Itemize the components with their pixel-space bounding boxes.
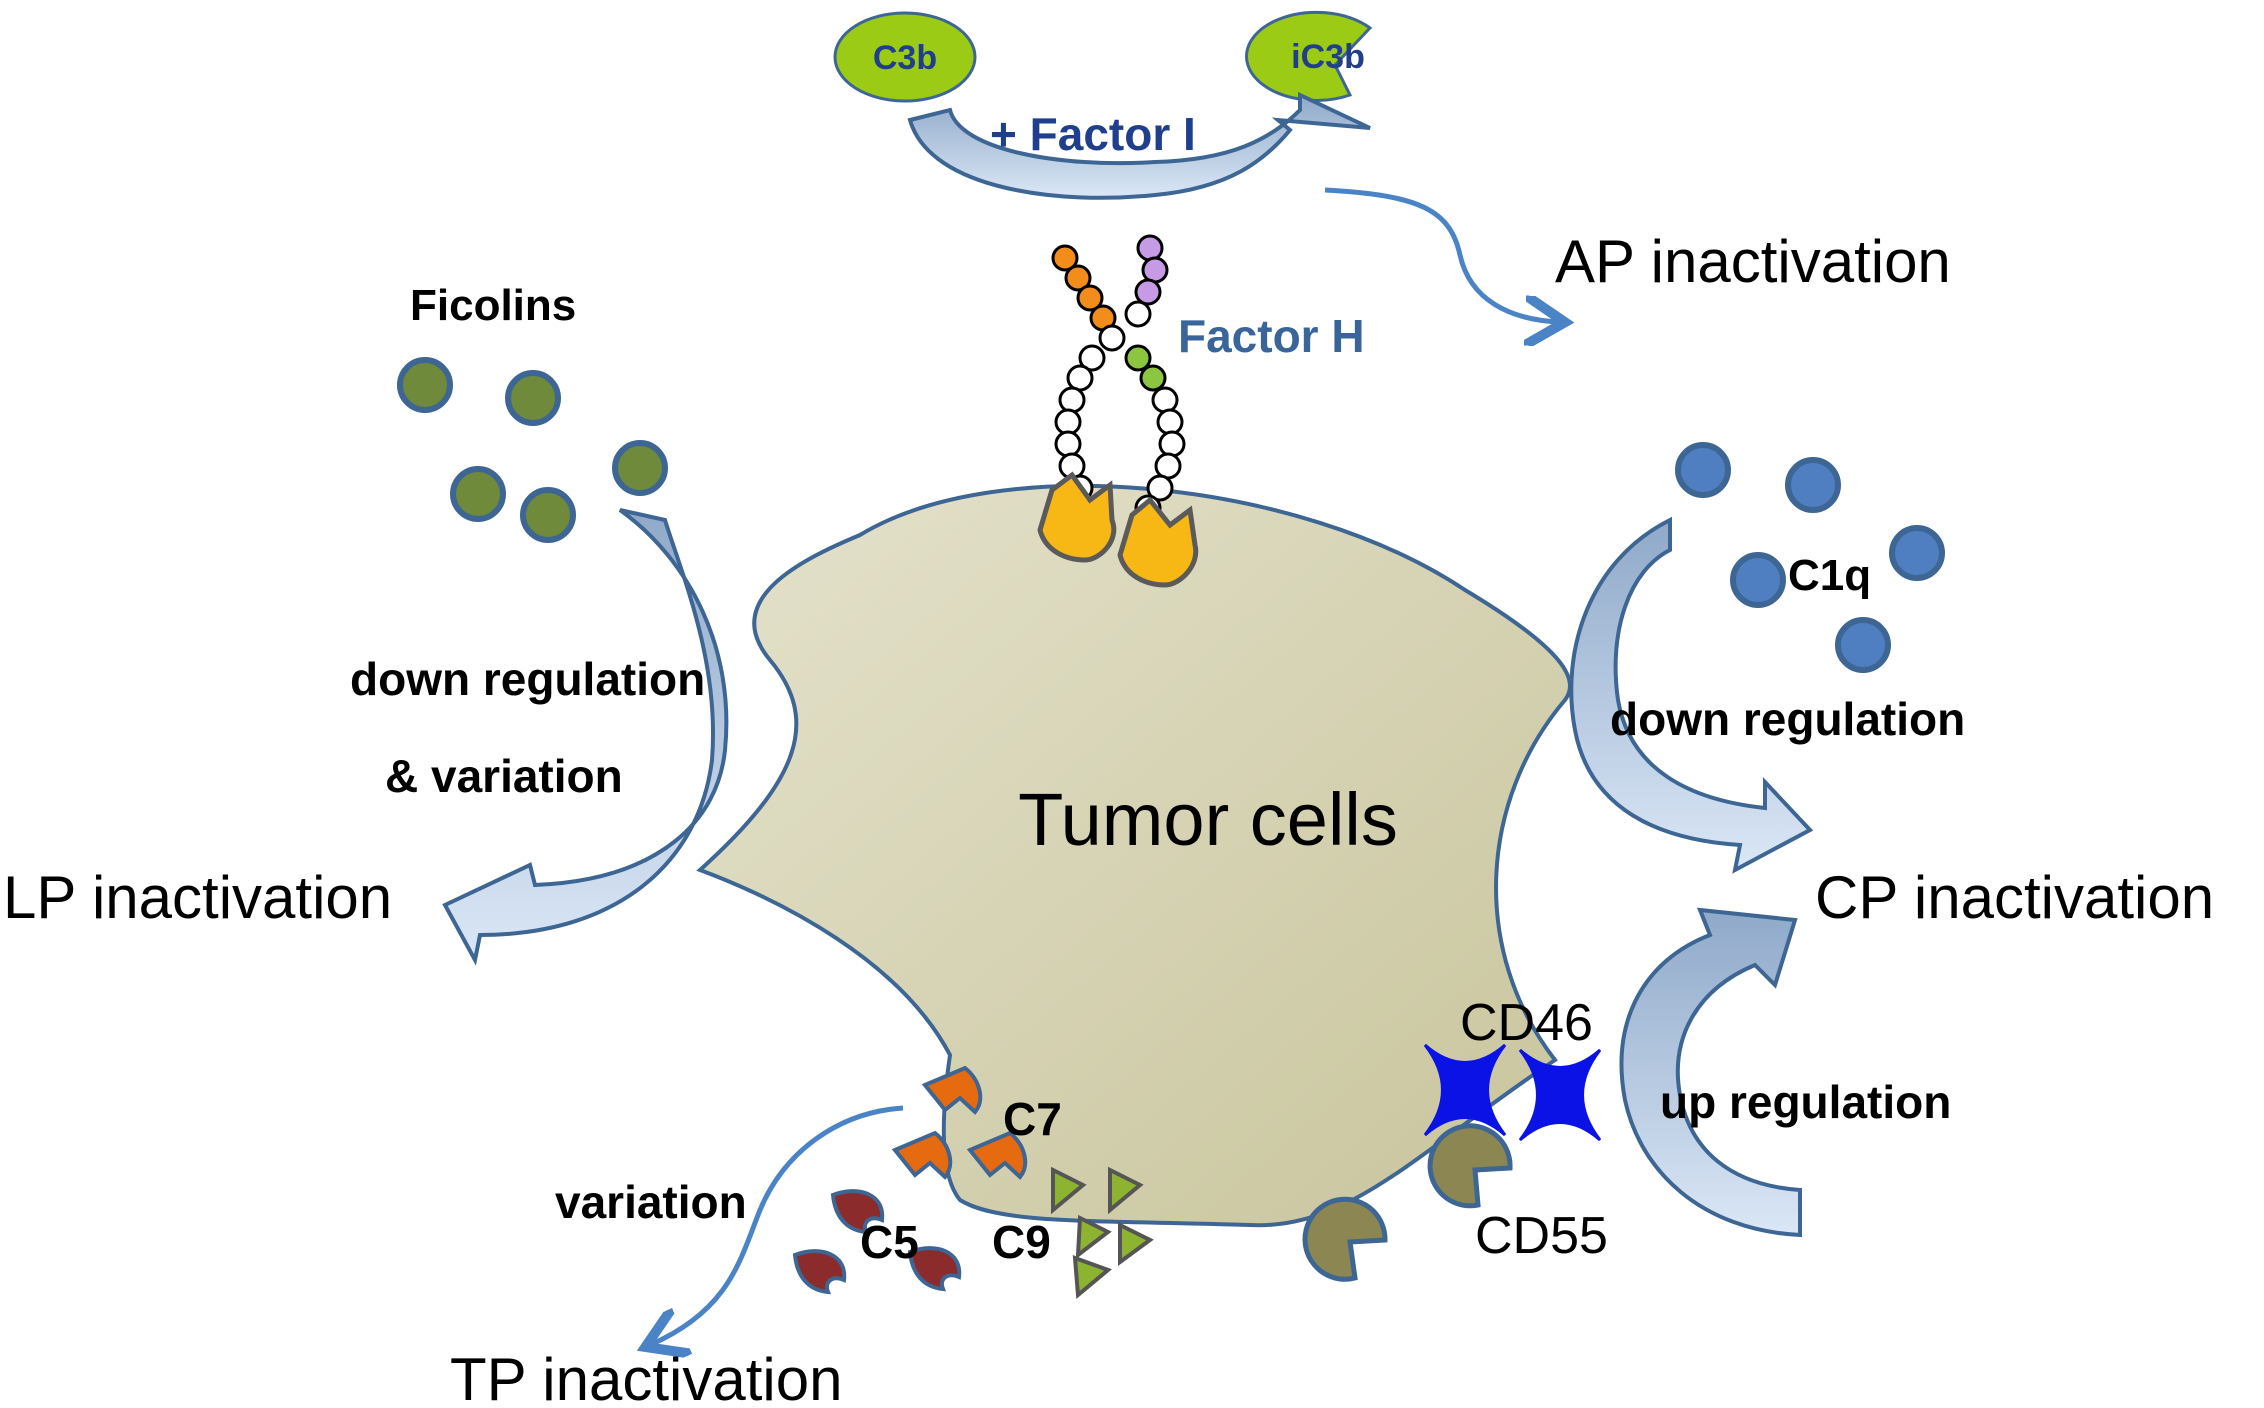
ficolins-label: Ficolins	[410, 281, 576, 330]
cd46-molecule-left	[1423, 1043, 1507, 1137]
c9-molecule	[1118, 1221, 1154, 1266]
variation-label: variation	[555, 1176, 747, 1228]
c1q-molecule	[1835, 617, 1891, 673]
lp-variation-label: & variation	[385, 750, 623, 802]
c1q-molecule	[1730, 552, 1786, 608]
c5-molecules	[792, 1189, 962, 1295]
cp-down-regulation-label: down regulation	[1610, 693, 1965, 745]
c1q-molecules	[1675, 442, 1945, 673]
c9-label: C9	[992, 1216, 1051, 1268]
c3b-label: C3b	[873, 39, 937, 77]
c7-molecule	[966, 1130, 1028, 1180]
c1q-label: C1q	[1788, 551, 1871, 600]
ficolin-molecule	[450, 466, 506, 522]
fh-receptor-right	[1117, 496, 1199, 588]
cd55-molecule-lower	[1302, 1196, 1388, 1282]
c9-molecules	[1051, 1166, 1154, 1300]
c1q-molecule	[1675, 442, 1731, 498]
factor-h-label: Factor H	[1178, 310, 1365, 362]
c7-molecule	[891, 1130, 953, 1180]
lp-inactivation-arrow	[442, 508, 729, 966]
ap-inactivation-arrow	[1324, 187, 1560, 322]
c7-molecule	[921, 1065, 983, 1115]
cp-inactivation-arrow-bottom	[1619, 907, 1802, 1238]
ficolin-molecule	[397, 357, 453, 413]
factor-i-label: + Factor I	[990, 108, 1196, 160]
lp-inactivation-label: LP inactivation	[3, 864, 392, 931]
c9-molecule	[1075, 1214, 1112, 1260]
factor-i-cycle-arrow	[907, 91, 1371, 200]
c9-molecule	[1051, 1166, 1087, 1215]
c5-molecule	[907, 1246, 962, 1292]
c7-label: C7	[1003, 1093, 1062, 1145]
c3b-molecule	[833, 11, 977, 103]
c5-molecule	[830, 1189, 885, 1235]
c1q-molecule	[1785, 457, 1841, 513]
fh-receptor-left	[1037, 471, 1117, 563]
tp-inactivation-arrow	[650, 1105, 904, 1345]
lp-down-regulation-label: down regulation	[350, 653, 705, 705]
cd46-label: CD46	[1460, 994, 1593, 1052]
cp-inactivation-label: CP inactivation	[1815, 864, 2214, 931]
c5-molecule	[792, 1249, 847, 1295]
cp-inactivation-arrow-top	[1569, 516, 1814, 874]
cd55-label: CD55	[1475, 1207, 1608, 1265]
c7-molecules	[891, 1065, 1028, 1180]
cd46-molecule-right	[1518, 1048, 1602, 1142]
ap-inactivation-label: AP inactivation	[1555, 228, 1951, 295]
ficolin-molecules	[397, 357, 668, 543]
ficolin-molecule	[505, 370, 561, 426]
ic3b-label: iC3b	[1291, 38, 1365, 76]
up-regulation-label: up regulation	[1660, 1076, 1951, 1128]
c5-label: C5	[860, 1216, 919, 1268]
cd55-molecule-upper	[1427, 1123, 1513, 1209]
tumor-cell	[696, 483, 1572, 1228]
ficolin-molecule	[612, 440, 668, 496]
c1q-molecule	[1889, 525, 1945, 581]
ficolin-molecule	[520, 487, 576, 543]
c9-molecule	[1072, 1255, 1112, 1300]
tumor-cells-label: Tumor cells	[1018, 778, 1398, 861]
tp-inactivation-label: TP inactivation	[450, 1346, 842, 1408]
c9-molecule	[1108, 1166, 1144, 1215]
